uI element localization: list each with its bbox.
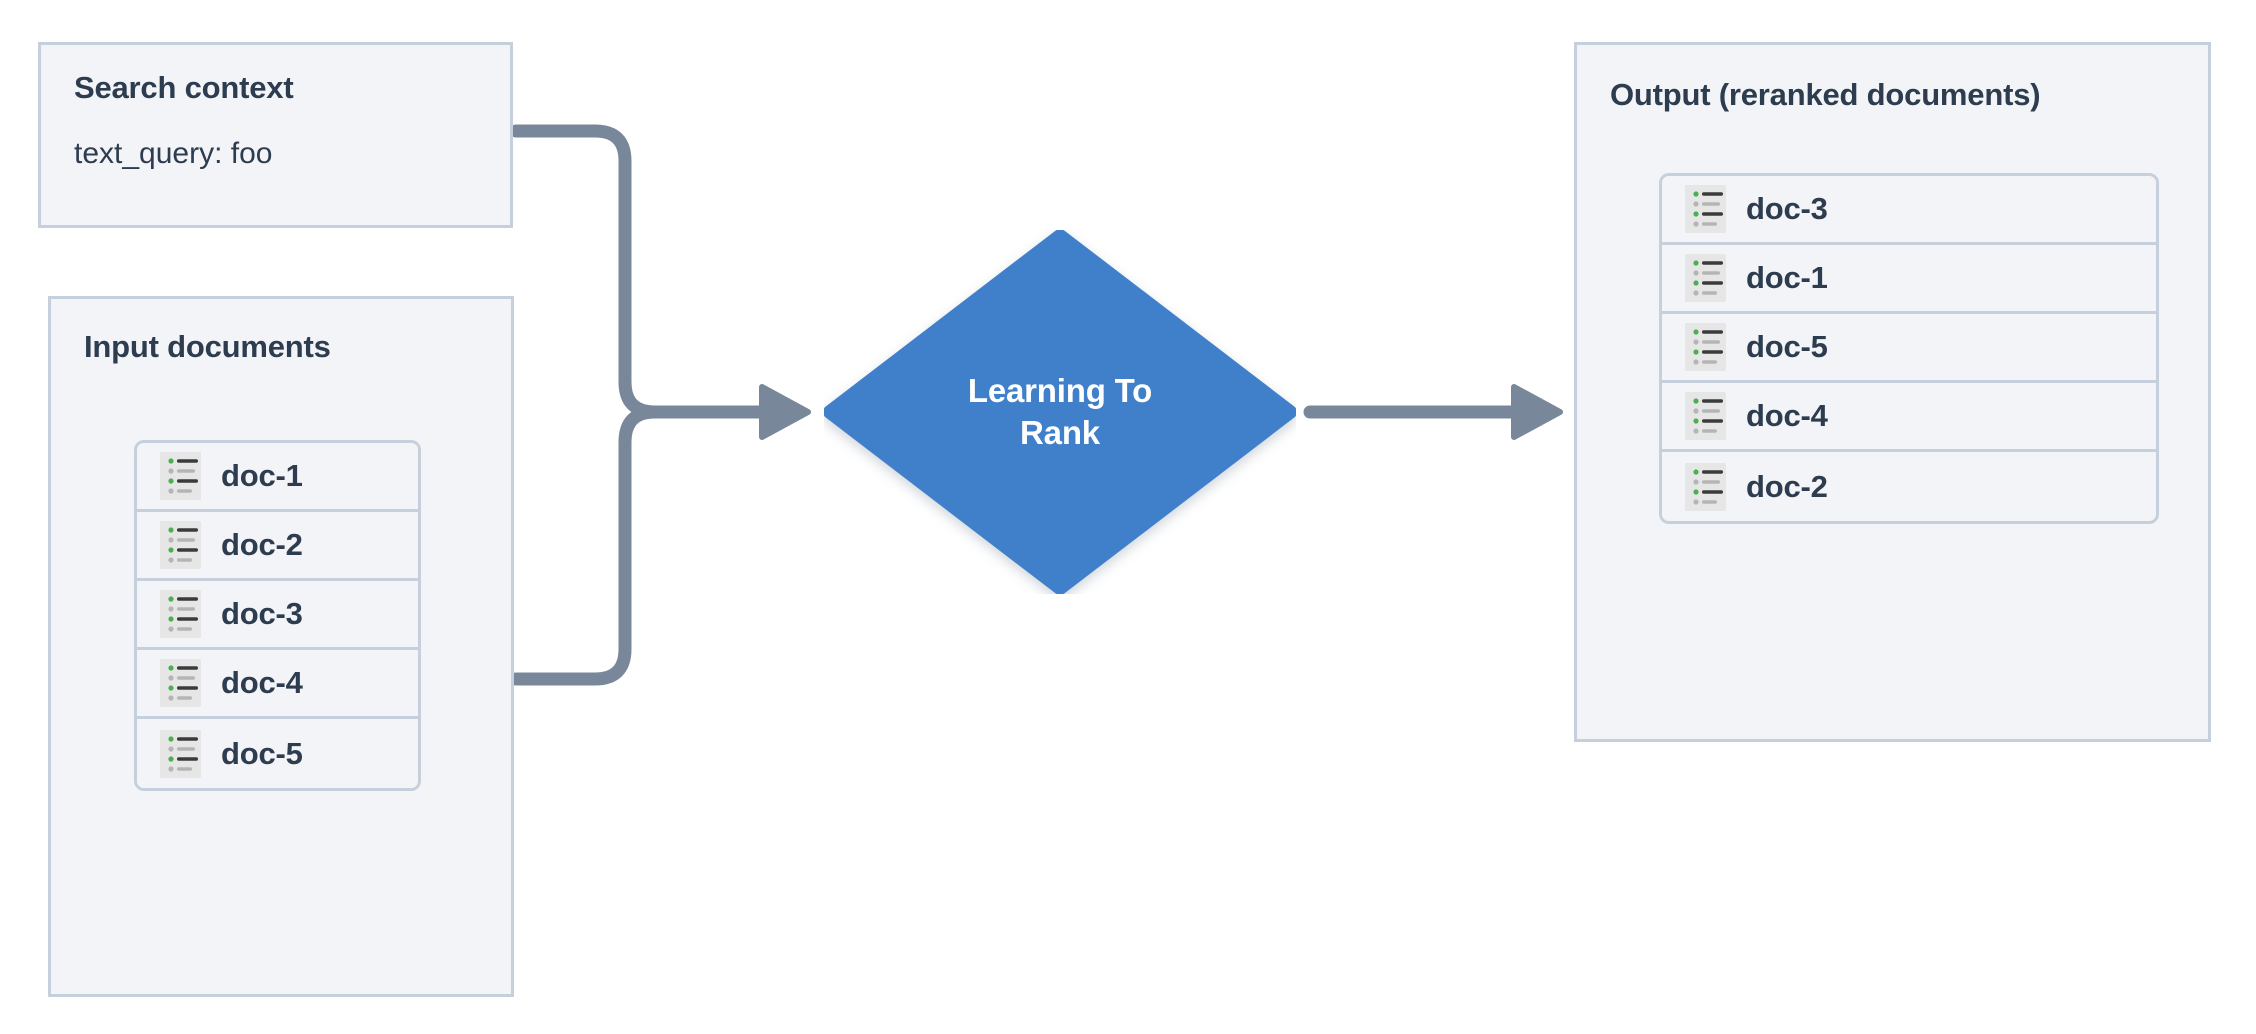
output-documents-list: doc-3 doc-1 doc-5 doc-4 doc-2	[1659, 173, 2159, 524]
document-list-icon	[1685, 392, 1726, 440]
diamond-shape	[824, 230, 1296, 594]
document-list-icon	[160, 452, 201, 500]
doc-label: doc-1	[1746, 260, 1828, 295]
arrowhead-into-ltr	[759, 384, 811, 440]
doc-row[interactable]: doc-3	[1662, 176, 2156, 245]
document-list-icon	[160, 521, 201, 569]
search-context-title: Search context	[74, 70, 294, 105]
connector-search-context-to-ltr	[509, 124, 777, 419]
doc-label: doc-3	[221, 596, 303, 631]
search-context-text-query: text_query: foo	[74, 137, 273, 170]
doc-label: doc-3	[1746, 191, 1828, 226]
doc-row[interactable]: doc-1	[137, 443, 418, 512]
document-list-icon	[1685, 323, 1726, 371]
search-context-panel: Search context text_query: foo	[38, 42, 513, 228]
doc-label: doc-2	[1746, 468, 1828, 504]
doc-row[interactable]: doc-4	[137, 650, 418, 719]
doc-row[interactable]: doc-2	[137, 512, 418, 581]
doc-label: doc-1	[221, 458, 303, 493]
doc-label: doc-5	[221, 735, 303, 771]
doc-row[interactable]: doc-5	[137, 719, 418, 788]
doc-label: doc-4	[221, 665, 303, 700]
doc-row[interactable]: doc-1	[1662, 245, 2156, 314]
document-list-icon	[1685, 185, 1726, 233]
input-documents-title: Input documents	[84, 329, 331, 364]
doc-row[interactable]: doc-4	[1662, 383, 2156, 452]
document-list-icon	[160, 729, 201, 778]
document-list-icon	[1685, 462, 1726, 511]
output-title: Output (reranked documents)	[1610, 77, 2041, 112]
doc-label: doc-5	[1746, 329, 1828, 364]
doc-row[interactable]: doc-2	[1662, 452, 2156, 521]
connector-input-documents-to-ltr	[509, 405, 777, 686]
document-list-icon	[1685, 254, 1726, 302]
doc-label: doc-4	[1746, 398, 1828, 433]
arrowhead-into-output	[1511, 384, 1563, 440]
learning-to-rank-node[interactable]: Learning To Rank	[824, 230, 1296, 594]
document-list-icon	[160, 590, 201, 638]
doc-label: doc-2	[221, 527, 303, 562]
doc-row[interactable]: doc-3	[137, 581, 418, 650]
document-list-icon	[160, 659, 201, 707]
input-documents-list: doc-1 doc-2 doc-3 doc-4 doc-5	[134, 440, 421, 791]
doc-row[interactable]: doc-5	[1662, 314, 2156, 383]
